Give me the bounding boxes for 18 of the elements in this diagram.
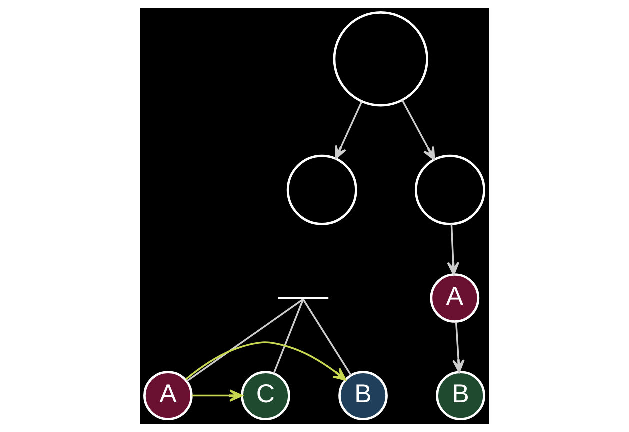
- node-circle: [333, 12, 428, 107]
- arrow: [335, 101, 363, 160]
- node-bar: [278, 297, 329, 300]
- connector: [273, 299, 304, 374]
- arrow: [447, 224, 460, 276]
- arrow: [452, 322, 465, 374]
- node-circle: B: [338, 371, 388, 420]
- node-circle: C: [241, 371, 290, 420]
- node-circle: [414, 154, 486, 226]
- node-circle: [286, 154, 358, 226]
- connector: [302, 299, 352, 376]
- node-circle: B: [436, 371, 486, 420]
- node-circle: A: [144, 371, 193, 420]
- connector: [186, 298, 304, 382]
- arrow: [402, 100, 436, 160]
- node-circle: A: [430, 274, 480, 323]
- arrow: [185, 342, 347, 381]
- arrow: [192, 390, 243, 402]
